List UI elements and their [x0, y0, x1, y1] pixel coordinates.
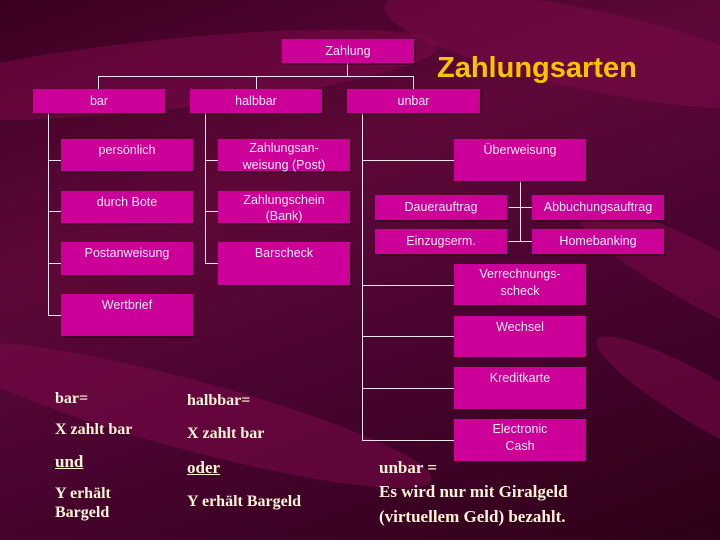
- connector-line: [362, 160, 454, 161]
- note-halbbar-heading: halbbar=: [187, 392, 251, 409]
- background-swoosh: [584, 318, 720, 492]
- connector-line: [347, 63, 348, 76]
- node-persoenlich: persönlich: [61, 139, 193, 171]
- connector-line: [362, 388, 454, 389]
- connector-line: [48, 315, 61, 316]
- connector-line: [48, 113, 49, 315]
- connector-line: [205, 160, 218, 161]
- node-einzugsermaechtigung: Einzugserm.: [375, 229, 507, 254]
- note-unbar-line2: (virtuellem Geld) bezahlt.: [379, 507, 566, 526]
- note-bar-line1: X zahlt bar: [55, 421, 133, 438]
- node-electronic-cash: Electronic Cash: [454, 419, 586, 461]
- connector-line: [362, 336, 454, 337]
- note-halbbar-line1: X zahlt bar: [187, 425, 265, 442]
- connector-line: [362, 285, 454, 286]
- node-ueberweisung: Überweisung: [454, 139, 586, 181]
- node-unbar: unbar: [347, 89, 480, 113]
- connector-line: [413, 76, 414, 89]
- node-halbbar: halbbar: [190, 89, 322, 113]
- node-homebanking: Homebanking: [532, 229, 664, 254]
- node-postanweisung: Postanweisung: [61, 242, 193, 275]
- note-halbbar-conjunction: oder: [187, 458, 221, 477]
- connector-line: [48, 211, 61, 212]
- node-verrechnungsscheck: Verrechnungs- scheck: [454, 264, 586, 305]
- node-abbuchungsauftrag: Abbuchungsauftrag: [532, 195, 664, 220]
- slide-title: Zahlungsarten: [437, 52, 637, 84]
- node-wechsel: Wechsel: [454, 316, 586, 357]
- node-bar: bar: [33, 89, 165, 113]
- note-bar-heading: bar=: [55, 390, 89, 407]
- note-bar-conjunction: und: [55, 452, 84, 471]
- connector-line: [520, 181, 521, 241]
- node-barscheck: Barscheck: [218, 242, 350, 285]
- background-swoosh: [0, 10, 443, 140]
- note-halbbar-line2: Y erhält Bargeld: [187, 493, 302, 510]
- node-dauerauftrag: Dauerauftrag: [375, 195, 507, 220]
- connector-line: [362, 113, 363, 440]
- node-zahlungsanweisung: Zahlungsan- weisung (Post): [218, 139, 350, 172]
- connector-line: [256, 76, 257, 89]
- node-kreditkarte: Kreditkarte: [454, 367, 586, 409]
- node-durch-bote: durch Bote: [61, 191, 193, 223]
- connector-line: [48, 160, 61, 161]
- node-wertbrief: Wertbrief: [61, 294, 193, 336]
- note-unbar-heading: unbar =: [379, 458, 438, 477]
- connector-line: [508, 241, 532, 242]
- note-unbar-line1: Es wird nur mit Giralgeld: [379, 482, 568, 501]
- node-zahlung: Zahlung: [282, 39, 414, 63]
- node-zahlungschein: Zahlungschein (Bank): [218, 191, 350, 223]
- connector-line: [508, 207, 532, 208]
- connector-line: [362, 440, 454, 441]
- connector-line: [205, 113, 206, 263]
- connector-line: [98, 76, 99, 89]
- connector-line: [48, 263, 61, 264]
- connector-line: [205, 263, 218, 264]
- connector-line: [205, 211, 218, 212]
- note-bar-line2: Y erhält Bargeld: [55, 485, 111, 521]
